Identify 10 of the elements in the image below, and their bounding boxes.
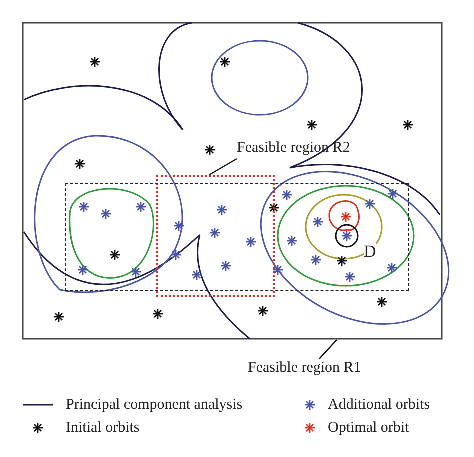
leader-line xyxy=(319,340,338,360)
legend-label: Initial orbits xyxy=(66,419,140,437)
leader-line xyxy=(209,158,238,176)
legend-label: Optimal orbit xyxy=(328,419,410,437)
legend-label: Additional orbits xyxy=(328,396,430,414)
region-label: Feasible region R1 xyxy=(248,359,383,379)
dotted-region-box xyxy=(156,175,275,297)
region-label: Feasible region R2 xyxy=(237,139,372,159)
point-label: D xyxy=(364,243,376,260)
legend-label: Principal component analysis xyxy=(66,396,243,414)
